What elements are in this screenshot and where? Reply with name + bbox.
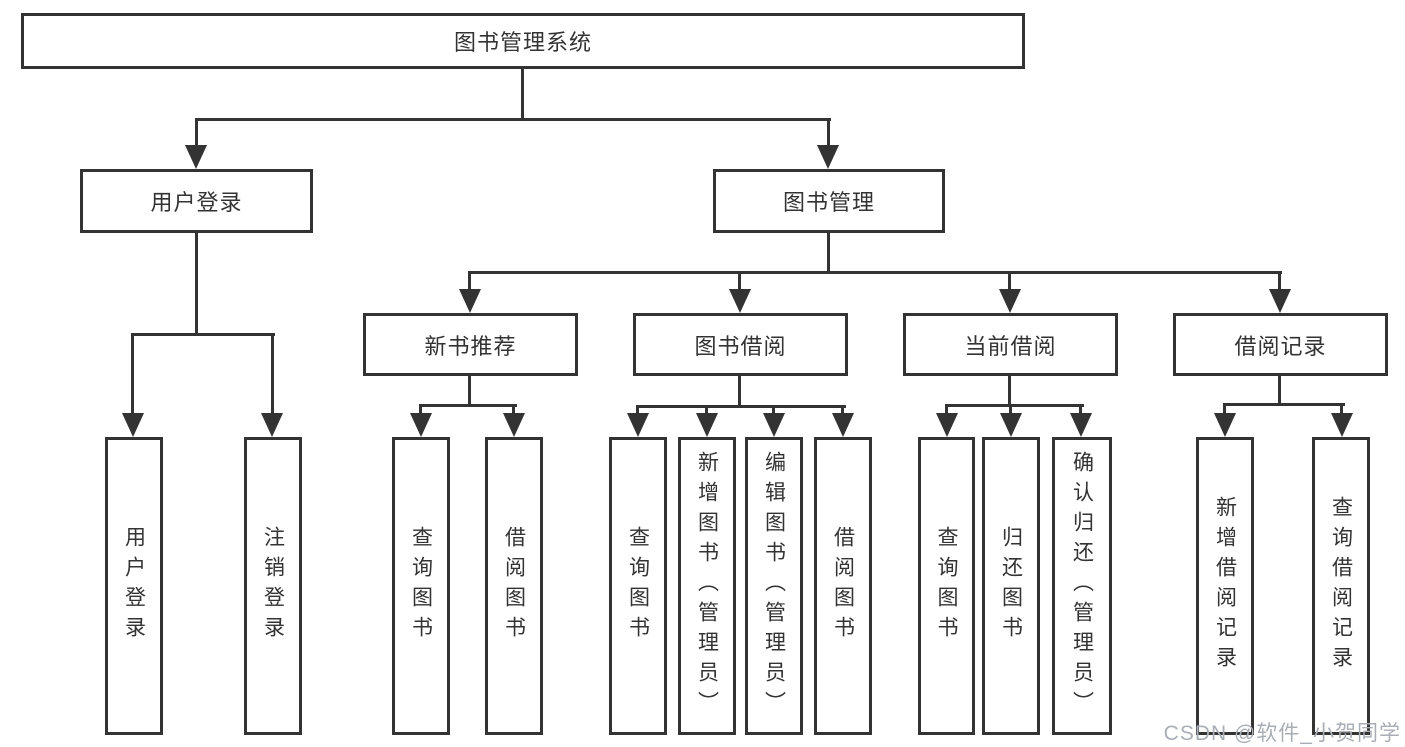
- leaf-records-query-record: 查询借阅记录: [1312, 437, 1370, 735]
- arrow-down-icon: [410, 413, 432, 437]
- connector-stub-borrow-add: [705, 407, 708, 415]
- connector-stub-current-confirm: [1079, 406, 1082, 415]
- leaf-current-return-books: 归还图书: [982, 437, 1040, 735]
- connector-new-book-horizontal: [419, 404, 517, 407]
- connector-stub-new-book-recommend: [468, 273, 471, 291]
- node-root-library-system: 图书管理系统: [21, 13, 1025, 69]
- node-borrow-records: 借阅记录: [1173, 313, 1388, 376]
- node-current-borrow: 当前借阅: [903, 313, 1118, 376]
- arrow-down-icon: [936, 413, 958, 437]
- connector-book-borrow-vertical: [738, 375, 741, 408]
- arrow-down-icon: [185, 145, 207, 169]
- connector-stub-borrow-borrow: [841, 407, 844, 415]
- leaf-user-login: 用户登录: [105, 437, 163, 735]
- arrow-down-icon: [1269, 289, 1291, 313]
- node-new-book-recommend: 新书推荐: [363, 313, 578, 376]
- leaf-borrow-edit-books-admin: 编辑图书（管理员）: [745, 437, 803, 735]
- connector-stub-leaf-logout: [271, 336, 274, 415]
- connector-root-vertical: [521, 69, 524, 120]
- leaf-borrow-query-books: 查询图书: [609, 437, 667, 735]
- arrow-down-icon: [261, 413, 283, 437]
- connector-stub-current-query: [945, 406, 948, 415]
- connector-stub-user-login: [195, 120, 198, 147]
- connector-stub-book-management: [827, 120, 830, 147]
- connector-stub-borrow-query: [636, 407, 639, 415]
- connector-stub-records-query: [1340, 405, 1343, 415]
- connector-stub-borrow-edit: [772, 407, 775, 415]
- connector-stub-recommend-borrow: [512, 406, 515, 415]
- leaf-current-query-books: 查询图书: [918, 437, 975, 735]
- arrow-down-icon: [503, 413, 525, 437]
- connector-stub-leaf-user-login: [131, 336, 134, 415]
- leaf-recommend-borrow-books: 借阅图书: [485, 437, 543, 735]
- connector-stub-current-borrow: [1008, 273, 1011, 291]
- arrow-down-icon: [999, 289, 1021, 313]
- connector-book-management-vertical: [827, 232, 830, 274]
- csdn-watermark: CSDN @软件_小贺同学: [1163, 722, 1401, 745]
- arrow-down-icon: [459, 289, 481, 313]
- arrow-down-icon: [729, 289, 751, 313]
- connector-stub-book-borrow: [738, 273, 741, 291]
- arrow-down-icon: [1000, 413, 1022, 437]
- connector-stub-recommend-query: [419, 406, 422, 415]
- arrow-down-icon: [1214, 413, 1236, 437]
- connector-borrow-records-vertical: [1278, 375, 1281, 406]
- arrow-down-icon: [817, 145, 839, 169]
- connector-root-horizontal: [195, 118, 831, 121]
- connector-stub-borrow-records: [1278, 273, 1281, 291]
- leaf-borrow-borrow-books: 借阅图书: [814, 437, 872, 735]
- arrow-down-icon: [122, 413, 144, 437]
- node-user-login: 用户登录: [80, 169, 313, 233]
- connector-current-borrow-horizontal: [945, 404, 1084, 407]
- connector-user-login-vertical: [195, 233, 198, 336]
- connector-current-borrow-vertical: [1008, 375, 1011, 407]
- arrow-down-icon: [627, 413, 649, 437]
- connector-new-book-vertical: [468, 375, 471, 407]
- connector-stub-current-return: [1009, 406, 1012, 415]
- leaf-current-confirm-return-admin: 确认归还（管理员）: [1052, 437, 1112, 735]
- arrow-down-icon: [832, 413, 854, 437]
- connector-book-management-horizontal: [468, 271, 1282, 274]
- leaf-borrow-add-books-admin: 新增图书（管理员）: [678, 437, 736, 735]
- connector-stub-records-add: [1223, 405, 1226, 415]
- connector-user-login-horizontal: [131, 333, 275, 336]
- node-book-management: 图书管理: [713, 169, 945, 233]
- arrow-down-icon: [1331, 413, 1353, 437]
- arrow-down-icon: [696, 413, 718, 437]
- leaf-records-add-record: 新增借阅记录: [1196, 437, 1254, 735]
- arrow-down-icon: [1070, 413, 1092, 437]
- arrow-down-icon: [763, 413, 785, 437]
- connector-borrow-records-horizontal: [1223, 403, 1345, 406]
- leaf-recommend-query-books: 查询图书: [392, 437, 450, 735]
- connector-book-borrow-horizontal: [636, 405, 846, 408]
- node-book-borrow: 图书借阅: [633, 313, 848, 376]
- leaf-logout: 注销登录: [244, 437, 302, 735]
